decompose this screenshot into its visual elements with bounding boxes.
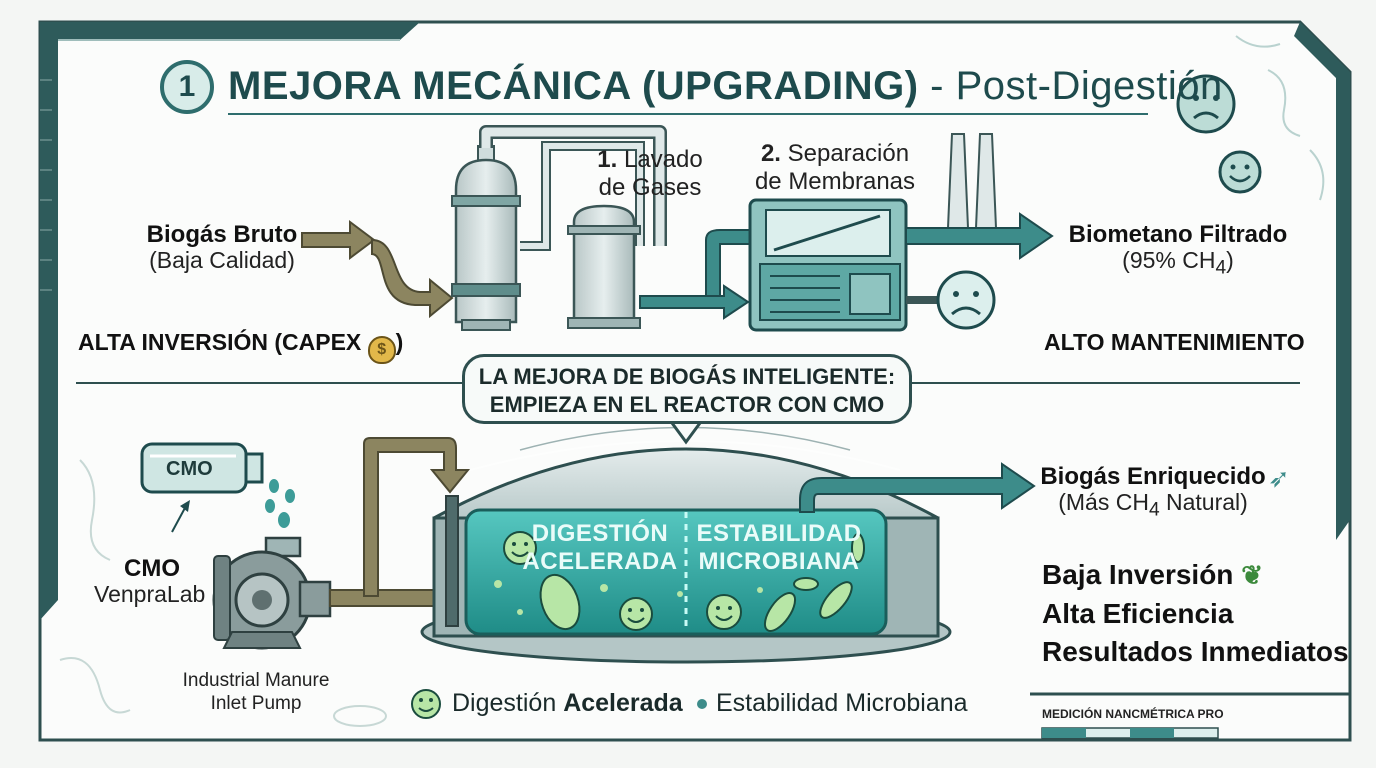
enriched-title: Biogás Enriquecido <box>1040 463 1266 490</box>
pump-line1: Industrial Manure <box>182 670 330 691</box>
raw-biogas-subtitle: (Baja Calidad) <box>149 247 295 274</box>
enriched-sub-subscript: 4 <box>1148 499 1160 521</box>
benefit-immediate: Resultados Inmediatos <box>1042 636 1349 668</box>
step2-label: 2. Separación de Membranas <box>750 140 920 195</box>
step2-line2: de Membranas <box>754 167 916 195</box>
pump-line2: Inlet Pump <box>210 692 302 714</box>
callout-line2: EMPIEZA EN EL REACTOR CON CMO <box>489 391 885 417</box>
tank-label-digestion: DIGESTIÓN ACELERADA <box>520 520 680 575</box>
happy-microbe-icon <box>619 597 653 631</box>
happy-microbe-icon <box>706 594 742 630</box>
page-title: MEJORA MECÁNICA (UPGRADING) - Post-Diges… <box>228 64 1223 108</box>
biomethane-sub-pre: (95% CH <box>1122 247 1216 274</box>
money-bag-icon: $ <box>367 336 396 364</box>
callout-line1: LA MEJORA DE BIOGÁS INTELIGENTE: <box>478 364 896 389</box>
happy-microbe-icon <box>1218 150 1262 194</box>
tank-left-line2: ACELERADA <box>522 547 678 575</box>
legend-happy-microbe-icon <box>411 689 441 719</box>
raw-biogas-label: Biogás Bruto (Baja Calidad) <box>112 221 332 274</box>
step1-line2: de Gases <box>598 173 702 201</box>
biomethane-sub-subscript: 4 <box>1215 257 1227 279</box>
bacteria-decoration-left-icon <box>59 459 387 727</box>
biomethane-label: Biometano Filtrado (95% CH4) <box>1058 221 1298 279</box>
legend-item-digestion: Digestión Acelerada <box>452 689 683 718</box>
cmo-label: CMO VenpraLab <box>88 555 258 608</box>
feed-pipe <box>363 437 471 597</box>
enriched-sub-post: Natural) <box>1159 489 1248 516</box>
pump-label: Industrial Manure Inlet Pump <box>166 670 346 716</box>
smart-upgrade-callout: LA MEJORA DE BIOGÁS INTELIGENTE: EMPIEZA… <box>462 354 912 424</box>
benefits-list: Baja Inversión ❦ Alta Eficiencia Resulta… <box>1042 556 1349 672</box>
capex-text: ALTA INVERSIÓN (CAPEX <box>78 329 362 355</box>
clean-gas-arrow <box>639 284 750 320</box>
sad-microbe-icon <box>1176 74 1236 134</box>
tank-right-line1: ESTABILIDAD <box>696 520 862 547</box>
biomethane-title: Biometano Filtrado <box>1068 221 1288 248</box>
rocket-icon: ➶ <box>1268 463 1290 493</box>
sad-face-icon <box>936 270 996 330</box>
happy-microbe-icon <box>503 531 537 565</box>
manure-pump <box>212 536 332 650</box>
enriched-sub-pre: (Más CH <box>1058 489 1149 516</box>
cmo-bottle <box>140 442 264 494</box>
callout-tail <box>670 422 702 445</box>
legend-item1-pre: Digestión <box>452 689 557 717</box>
digester-tank <box>420 426 952 664</box>
tank-left-line1: DIGESTIÓN <box>531 520 669 547</box>
footer-gauge <box>1030 692 1350 739</box>
section-number-badge: 1 <box>160 60 214 114</box>
cmo-pointer <box>171 505 187 533</box>
legend-item1-bold: Acelerada <box>563 689 683 717</box>
maintenance-label: ALTO MANTENIMIENTO <box>1044 329 1305 355</box>
tank-right-line2: MICROBIANA <box>698 547 860 575</box>
biomethane-output-arrow <box>905 212 1054 260</box>
cmo-drops <box>265 479 295 528</box>
legend-item-stability: Estabilidad Microbiana <box>716 689 968 717</box>
raw-biogas-title: Biogás Bruto <box>146 221 298 248</box>
step1-line1: Lavado <box>623 146 703 173</box>
step1-number: 1. <box>597 146 618 173</box>
enriched-gas-arrow <box>799 462 1036 513</box>
title-main: MEJORA MECÁNICA (UPGRADING) <box>228 64 919 108</box>
tank-microbes <box>494 531 865 632</box>
enriched-biogas-label: Biogás Enriquecido (Más CH4 Natural) <box>1036 463 1270 521</box>
benefit-low-investment: Baja Inversión <box>1042 559 1234 590</box>
raw-gas-arrow <box>301 220 376 260</box>
raw-gas-inlet-pipe <box>371 238 454 319</box>
wash-tank <box>567 204 641 329</box>
bottle-label: CMO <box>166 458 213 480</box>
legend-dot-icon <box>697 699 707 709</box>
upgrading-plant <box>301 125 1054 332</box>
cmo-subtitle: VenpraLab <box>94 581 206 608</box>
bacteria-decoration-top-icon <box>1235 35 1325 201</box>
capex-close: ) <box>395 329 404 355</box>
title-sub: - Post-Digestión <box>930 64 1223 108</box>
step1-label: 1. Lavado de Gases <box>580 146 720 201</box>
step2-line1: Separación <box>787 140 910 167</box>
tank-label-stability: ESTABILIDAD MICROBIANA <box>694 520 864 575</box>
step2-number: 2. <box>760 140 781 167</box>
capex-label: ALTA INVERSIÓN (CAPEX $) <box>78 329 404 364</box>
cmo-title: CMO <box>124 555 180 582</box>
sprout-icon: ❦ <box>1241 560 1263 590</box>
benefit-efficiency: Alta Eficiencia <box>1042 597 1234 629</box>
scrubber-column <box>451 145 521 331</box>
membrane-unit <box>748 198 908 332</box>
biomethane-sub-post: ) <box>1226 247 1234 274</box>
footer-brand: MEDICIÓN NANCMÉTRICA PRO <box>1042 707 1224 721</box>
